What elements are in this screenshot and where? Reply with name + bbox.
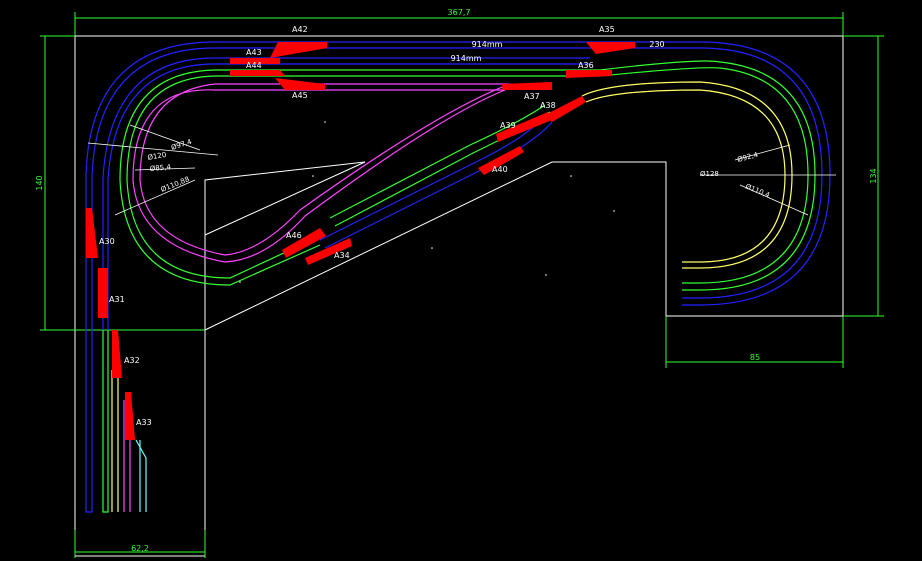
track-cyan-spur xyxy=(135,439,147,512)
diameter-right-1: Ø92,4 xyxy=(736,151,759,164)
label-a36: A36 xyxy=(578,61,594,70)
track-yellow-loop xyxy=(111,81,793,512)
diameter-pointers xyxy=(87,124,836,216)
turnout-a33 xyxy=(125,392,135,440)
turnout-a35 xyxy=(586,42,635,54)
turnout-a30 xyxy=(86,208,98,258)
label-a43: A43 xyxy=(246,48,262,57)
label-a42: A42 xyxy=(292,25,308,34)
label-a40: A40 xyxy=(492,165,508,174)
turnout-a40 xyxy=(478,146,524,175)
turnout-markers xyxy=(86,42,635,440)
label-a39: A39 xyxy=(500,121,516,130)
turnout-a45 xyxy=(275,78,325,90)
label-a45: A45 xyxy=(292,91,308,100)
diameter-right-2: Ø128 xyxy=(700,170,719,178)
turnout-a31 xyxy=(98,268,108,318)
diameter-left-3: Ø85,4 xyxy=(149,163,171,173)
turnout-a36 xyxy=(566,70,612,78)
turnout-a38 xyxy=(545,96,586,122)
turnout-a39 xyxy=(496,112,552,142)
turnout-a46 xyxy=(282,228,326,258)
track-outer-loop xyxy=(85,41,831,513)
dim-right-width: 85 xyxy=(750,353,760,362)
label-a34: A34 xyxy=(334,251,350,260)
turnout-a32 xyxy=(112,330,122,378)
turnout-a44 xyxy=(230,70,285,76)
label-a32: A32 xyxy=(124,356,140,365)
label-a33: A33 xyxy=(136,418,152,427)
diameter-left-1: Ø97,4 xyxy=(170,138,193,152)
turnout-a34 xyxy=(305,238,352,265)
diameter-right-3: Ø110,4 xyxy=(744,182,771,199)
label-a44: A44 xyxy=(246,61,262,70)
dim-mid-length: 914mm xyxy=(451,54,482,63)
dim-right-height: 134 xyxy=(869,168,878,183)
label-a35: A35 xyxy=(599,25,615,34)
dim-top-length: 914mm xyxy=(472,40,503,49)
turnout-a37 xyxy=(502,82,552,90)
dimension-lines xyxy=(40,12,884,558)
turnout-a43 xyxy=(230,58,280,64)
label-a30: A30 xyxy=(99,237,115,246)
label-a46: A46 xyxy=(286,231,302,240)
dim-short-length: 230 xyxy=(649,40,664,49)
grid-dots xyxy=(239,121,615,283)
label-a37: A37 xyxy=(524,92,540,101)
diameter-left-2: Ø120 xyxy=(147,151,167,162)
diameter-left-4: Ø110,88 xyxy=(160,175,191,194)
track-green-loop xyxy=(102,60,816,513)
dim-left-height: 140 xyxy=(35,175,44,190)
dim-top-width: 367,7 xyxy=(448,8,471,17)
baseboard-outline xyxy=(74,35,844,557)
turnout-a42 xyxy=(270,42,327,58)
label-a38: A38 xyxy=(540,101,556,110)
dim-bottom-width: 62,2 xyxy=(131,544,149,553)
label-a31: A31 xyxy=(109,295,125,304)
